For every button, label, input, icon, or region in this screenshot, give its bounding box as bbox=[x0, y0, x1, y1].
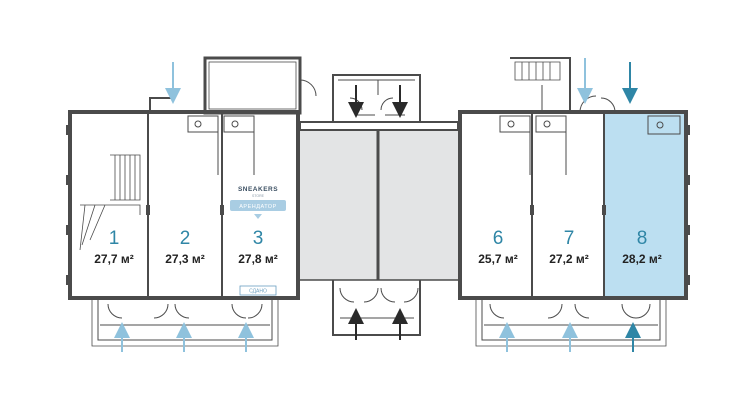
tenant-logo-text: SNEAKERS bbox=[238, 186, 278, 193]
tenant-logo: SNEAKERS STORE АРЕНДАТОР СДАНО bbox=[230, 186, 286, 296]
rented-tag-text: СДАНО bbox=[249, 289, 267, 295]
tenant-badge bbox=[230, 200, 286, 211]
unit-8-area: 28,2 м² bbox=[622, 252, 662, 266]
entrance-arrows bbox=[114, 58, 641, 352]
unit-6-area: 25,7 м² bbox=[478, 252, 518, 266]
tenant-badge-text: АРЕНДАТОР bbox=[239, 204, 277, 210]
chevron-down-icon bbox=[254, 214, 262, 219]
central-corridor bbox=[299, 121, 459, 281]
unit-labels: 1 27,7 м² 2 27,3 м² 3 27,8 м² 6 25,7 м² … bbox=[94, 228, 662, 266]
right-block bbox=[458, 57, 690, 347]
unit-7-area: 27,2 м² bbox=[549, 252, 589, 266]
unit-2-number: 2 bbox=[180, 228, 191, 249]
unit-1-number: 1 bbox=[109, 228, 120, 249]
unit-1-area: 27,7 м² bbox=[94, 252, 134, 266]
tenant-logo-subtext: STORE bbox=[252, 194, 265, 198]
unit-7-number: 7 bbox=[564, 228, 575, 249]
unit-3-area: 27,8 м² bbox=[238, 252, 278, 266]
left-block bbox=[66, 56, 317, 347]
unit-8-highlight bbox=[604, 114, 684, 296]
bottom-vestibule bbox=[332, 280, 421, 336]
unit-2-area: 27,3 м² bbox=[165, 252, 205, 266]
unit-8-number: 8 bbox=[637, 228, 648, 249]
rented-tag bbox=[239, 285, 277, 296]
unit-3-number: 3 bbox=[253, 228, 264, 249]
unit-6-number: 6 bbox=[493, 228, 504, 249]
top-vestibule bbox=[332, 74, 421, 122]
